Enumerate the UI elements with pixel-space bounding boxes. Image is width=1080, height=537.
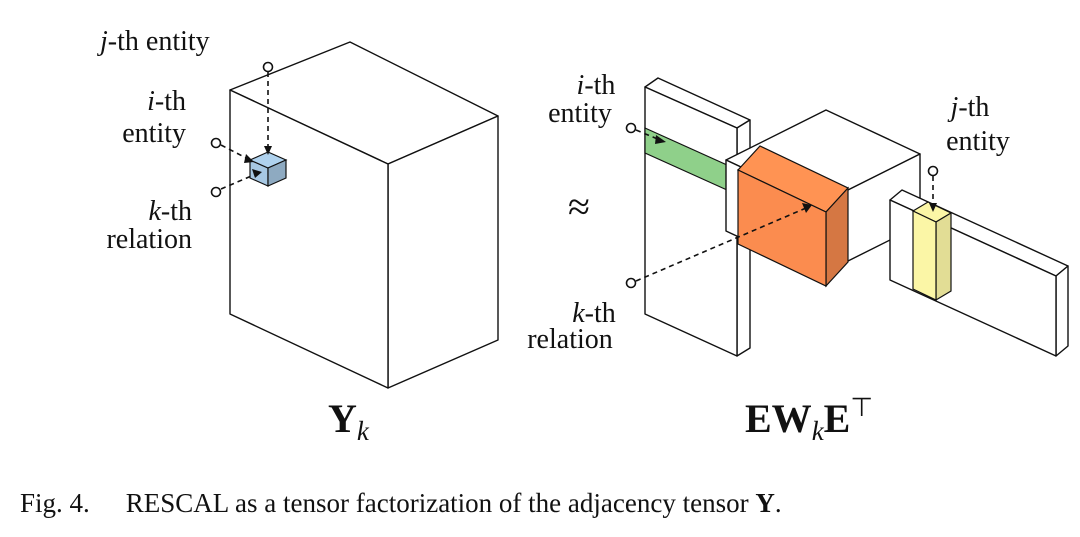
e-slab-front — [644, 86, 738, 357]
caption-prefix: Fig. 4. — [20, 488, 90, 518]
column-front — [912, 210, 937, 301]
left-i-entity-label-line2: entity — [122, 118, 186, 149]
factorization-formula: EWkE⊤ — [745, 393, 873, 446]
approx-symbol: ≈ — [568, 184, 590, 229]
entry-cell-side — [267, 159, 287, 187]
tensor-y-cube — [229, 41, 499, 389]
cube-y-right-face — [387, 115, 499, 389]
right-j-entity-label: j-th — [948, 92, 990, 123]
right-j-entity-pin — [927, 165, 939, 177]
column-side — [935, 211, 952, 302]
left-pointers — [210, 61, 274, 198]
right-j-entity-label-line2: entity — [946, 126, 1010, 157]
caption-end: . — [775, 488, 782, 518]
j-entity-pin — [262, 61, 274, 73]
caption-symbol: Y — [755, 488, 775, 518]
figure-caption: Fig. 4. RESCAL as a tensor factorization … — [20, 488, 782, 518]
right-i-entity-label-line2: entity — [548, 98, 612, 129]
right-k-relation-label: k-th — [572, 298, 616, 329]
right-pointers — [625, 122, 939, 289]
left-j-entity-label: j-th entity — [97, 26, 210, 57]
right-k-relation-label-line2: relation — [527, 324, 613, 355]
core-slice-highlight — [737, 145, 849, 288]
et-column-highlight — [911, 201, 953, 302]
caption-text: RESCAL as a tensor factorization of the … — [126, 488, 756, 518]
et-slab-side — [1055, 265, 1069, 357]
right-i-entity-label: i-th — [577, 70, 616, 101]
i-entity-pin — [210, 137, 222, 149]
slice-front — [737, 169, 827, 287]
left-k-relation-label: k-th — [148, 196, 192, 227]
k-relation-pin — [210, 186, 222, 198]
tensor-symbol: Yk — [328, 396, 370, 446]
tensor-entry-cell — [248, 151, 288, 187]
left-i-entity-label: i-th — [147, 86, 186, 117]
right-i-entity-pin — [625, 122, 637, 134]
right-k-relation-pin — [625, 277, 637, 289]
left-k-relation-label-line2: relation — [106, 224, 192, 255]
